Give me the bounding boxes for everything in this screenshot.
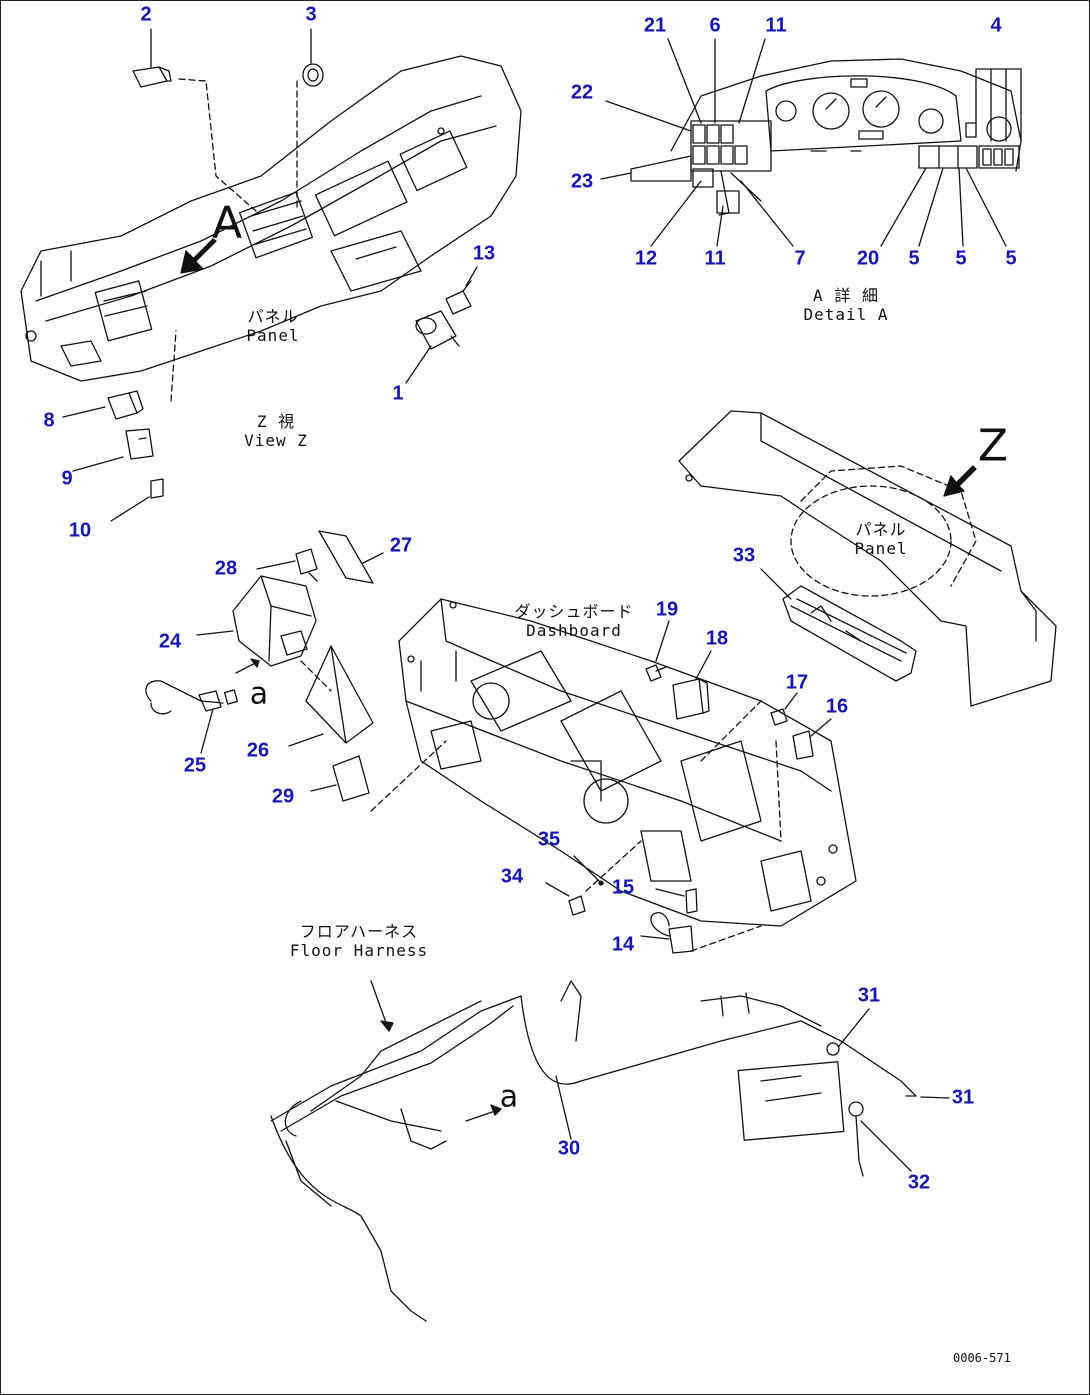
panel-top-label: パネル Panel — [246, 307, 299, 345]
callout-3: 3 — [305, 3, 317, 26]
part-13-drawing — [445, 266, 478, 315]
part-34-35-drawing — [545, 855, 604, 916]
callout-17: 17 — [785, 671, 809, 694]
part-28-drawing — [256, 548, 318, 582]
part-16-drawing — [792, 718, 832, 760]
view-z-label-en: View Z — [244, 431, 308, 450]
view-z-label-jp: Z 視 — [256, 412, 296, 431]
part-26-drawing — [288, 645, 374, 747]
callout-11b: 11 — [704, 247, 726, 270]
floor-harness-label-jp: フロアハーネス — [299, 922, 419, 941]
callout-4: 4 — [990, 14, 1002, 37]
callout-14: 14 — [611, 933, 635, 956]
part-19-drawing — [645, 620, 670, 682]
callout-24: 24 — [158, 630, 182, 653]
callout-27: 27 — [389, 534, 413, 557]
view-z-label: Z 視 View Z — [244, 412, 308, 450]
view-a-marker: A — [211, 197, 243, 249]
panel-view-z — [20, 55, 522, 402]
callout-29: 29 — [271, 785, 295, 808]
part-3-drawing — [302, 28, 324, 87]
panel-right-label-en: Panel — [854, 539, 908, 558]
part-29-drawing — [310, 755, 370, 802]
callout-21: 21 — [643, 14, 667, 37]
callout-31b: 31 — [951, 1086, 975, 1109]
dashboard-drawing — [370, 598, 857, 952]
part-15-14-drawing — [640, 888, 698, 954]
callout-30: 30 — [557, 1137, 581, 1160]
callout-33: 33 — [732, 544, 756, 567]
connector-a-upper: a — [249, 676, 269, 712]
panel-top-label-jp: パネル — [247, 307, 299, 326]
part-33-drawing — [760, 568, 917, 682]
part-2-drawing — [132, 28, 172, 88]
detail-a-panel — [600, 38, 1022, 247]
callout-23: 23 — [570, 170, 594, 193]
callout-32: 32 — [907, 1171, 931, 1194]
floor-harness-drawing — [270, 980, 950, 1322]
part-18-drawing — [672, 650, 712, 720]
detail-a-label-jp: A 詳 細 — [813, 286, 879, 305]
panel-right-label: パネル Panel — [854, 520, 907, 558]
part-17-drawing — [770, 692, 798, 726]
callout-5c: 5 — [1005, 247, 1017, 270]
callout-25: 25 — [183, 754, 207, 777]
callout-11a: 11 — [765, 14, 787, 37]
dashboard-label-en: Dashboard — [526, 621, 622, 640]
callout-20: 20 — [856, 247, 880, 270]
callout-13: 13 — [472, 242, 496, 265]
callout-31a: 31 — [857, 984, 881, 1007]
detail-a-label-en: Detail A — [803, 305, 889, 324]
callout-10: 10 — [68, 519, 92, 542]
callout-6: 6 — [709, 14, 721, 37]
callout-19: 19 — [655, 598, 679, 621]
right-panel-drawing — [678, 410, 1057, 707]
callout-26: 26 — [246, 739, 270, 762]
detail-a-label: A 詳 細 Detail A — [803, 286, 888, 324]
callout-5a: 5 — [908, 247, 920, 270]
view-z-marker: Z — [977, 420, 1009, 472]
panel-right-label-jp: パネル — [855, 520, 907, 539]
callout-12: 12 — [634, 247, 658, 270]
callout-5b: 5 — [955, 247, 967, 270]
callout-16: 16 — [825, 695, 849, 718]
callout-2: 2 — [140, 3, 152, 26]
callout-9: 9 — [61, 467, 73, 490]
callout-1: 1 — [392, 382, 404, 405]
callout-34: 34 — [500, 865, 524, 888]
connector-a-lower: a — [499, 1079, 519, 1115]
part-24-drawing — [196, 575, 317, 667]
floor-harness-label-en: Floor Harness — [289, 941, 429, 960]
dashboard-label-jp: ダッシュボード — [514, 602, 634, 621]
callout-28: 28 — [214, 557, 238, 580]
callout-7: 7 — [794, 247, 806, 270]
callout-18: 18 — [705, 627, 729, 650]
callout-22: 22 — [570, 81, 594, 104]
dashboard-label: ダッシュボード Dashboard — [514, 602, 633, 640]
part-25-drawing — [145, 658, 260, 754]
callout-8: 8 — [43, 409, 55, 432]
callout-15: 15 — [611, 876, 635, 899]
part-1-drawing — [405, 310, 460, 384]
part-27-drawing — [318, 530, 384, 584]
drawing-code: 0006-571 — [953, 1351, 1011, 1365]
callout-35: 35 — [537, 828, 561, 851]
floor-harness-label: フロアハーネス Floor Harness — [290, 922, 428, 960]
part-8-9-10-drawing — [62, 390, 164, 522]
panel-top-label-en: Panel — [246, 326, 300, 345]
